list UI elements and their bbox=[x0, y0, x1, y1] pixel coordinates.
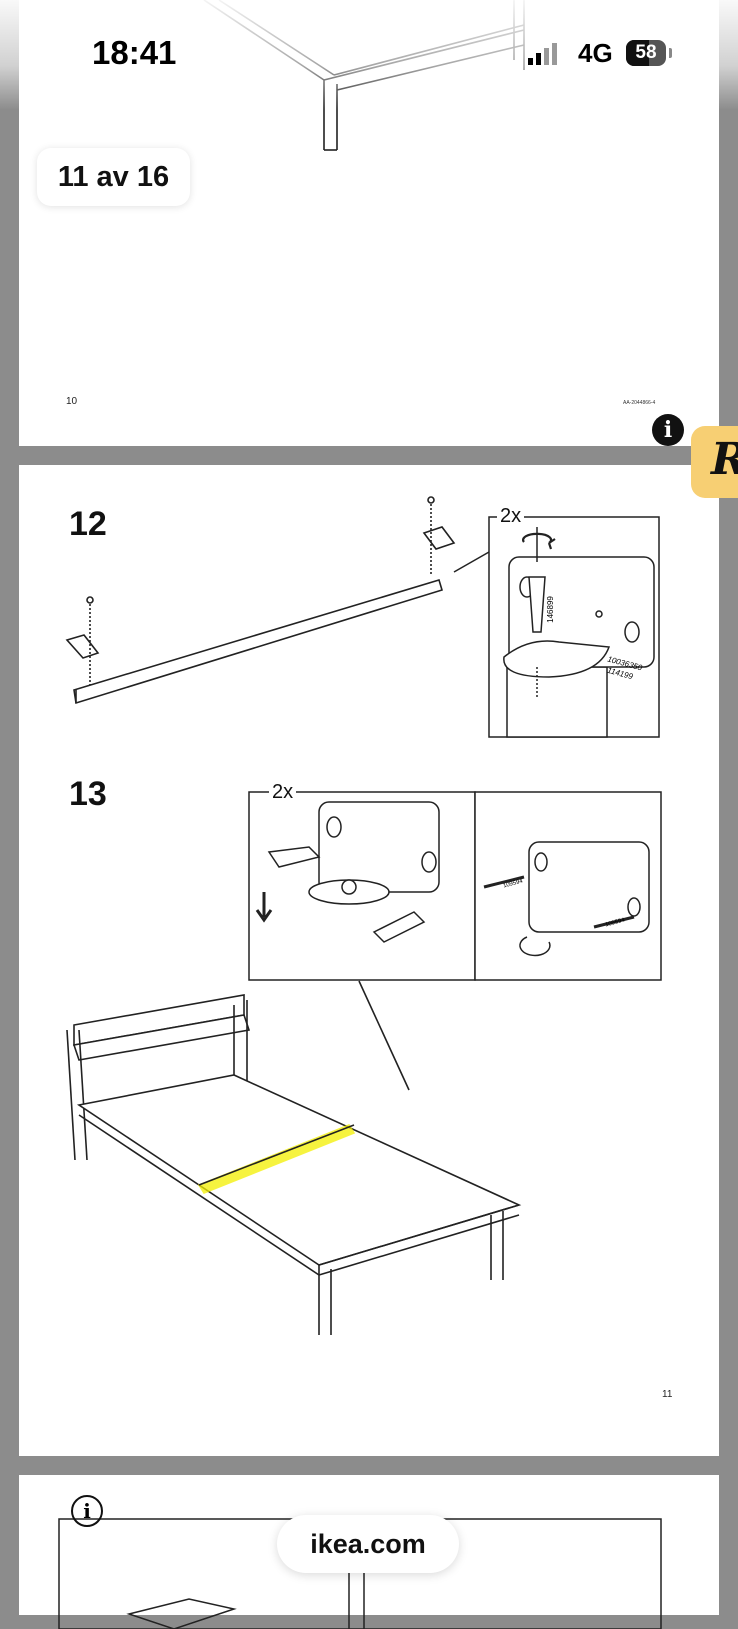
page-number: 11 bbox=[662, 1389, 673, 1400]
network-type: 4G bbox=[578, 38, 613, 68]
reader-app-button[interactable]: R bbox=[691, 426, 738, 498]
battery-cap bbox=[669, 48, 672, 58]
step-13-number: 13 bbox=[69, 775, 107, 813]
page-indicator: 11 av 16 bbox=[37, 148, 190, 206]
manual-page-11: 12 2x 146899 bbox=[19, 465, 719, 1456]
browser-address-bar[interactable]: ikea.com bbox=[277, 1515, 459, 1573]
step-12-rail-illustration bbox=[65, 496, 456, 705]
cellular-signal-icon bbox=[528, 43, 557, 65]
step-12-detail-panel bbox=[453, 516, 660, 738]
status-bar: 18:41 4G 58 bbox=[0, 0, 738, 110]
info-icon: i bbox=[71, 1495, 103, 1527]
info-badge-icon[interactable]: i bbox=[652, 414, 684, 446]
part-number-screw: 146899 bbox=[545, 596, 555, 623]
step-13-bed-illustration bbox=[66, 980, 522, 1335]
step-13-quantity: 2x bbox=[269, 781, 297, 804]
document-code: AA-2044866-4 bbox=[623, 400, 656, 406]
battery-icon: 58 bbox=[626, 40, 666, 66]
reader-logo-icon: R bbox=[711, 434, 738, 485]
battery-level: 58 bbox=[635, 42, 657, 63]
status-time: 18:41 bbox=[92, 34, 177, 71]
step-13-detail-panel bbox=[248, 791, 662, 981]
page-number: 10 bbox=[66, 396, 78, 407]
step-12-quantity: 2x bbox=[497, 505, 525, 528]
step-12-number: 12 bbox=[69, 505, 107, 543]
